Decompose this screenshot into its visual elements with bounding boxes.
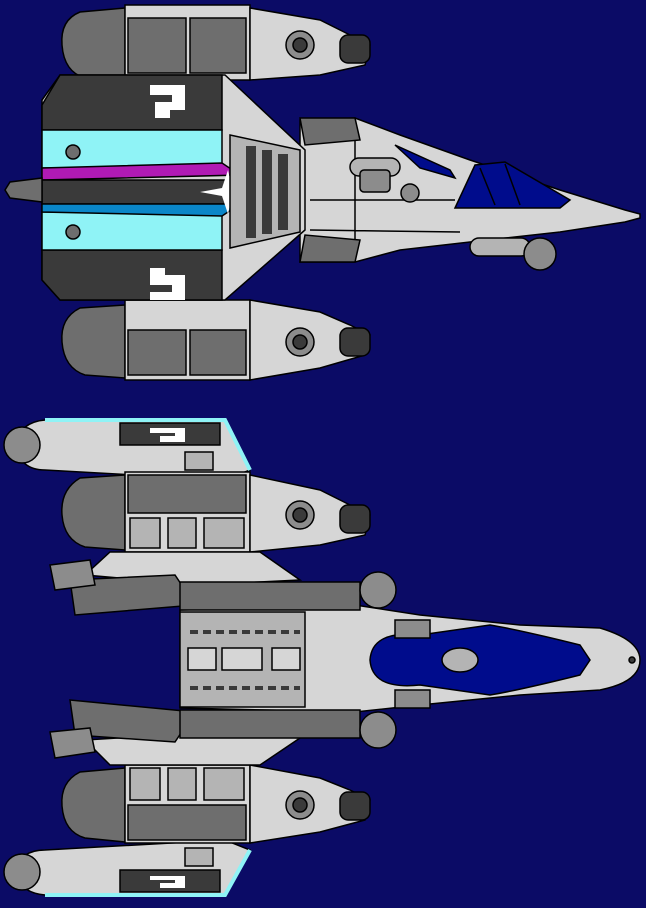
top-mid-block	[359, 169, 391, 193]
top-cyan-stripe-lower	[41, 211, 223, 251]
engine-nozzle-core	[292, 507, 308, 523]
top-engine-lower	[61, 299, 371, 381]
top-grille-slot-1	[246, 146, 256, 238]
top-porthole-lower	[65, 224, 81, 240]
side-turret-lower	[359, 711, 397, 749]
top-grille-slot-3	[278, 154, 288, 230]
engine-exhaust	[339, 791, 371, 821]
engine-detail-a	[129, 517, 161, 549]
side-wing-upper-marking	[150, 428, 185, 442]
top-forward-pod-lower	[469, 237, 531, 257]
engine-nozzle-core	[292, 334, 308, 350]
engine-intake	[61, 7, 126, 81]
top-dark-panel-upper	[41, 74, 223, 131]
top-hull-seam	[309, 118, 461, 262]
top-canopy-frame	[479, 163, 521, 206]
side-wing-upper-panel	[119, 422, 221, 446]
engine-nozzle-core	[292, 37, 308, 53]
engine-vent-block-a	[127, 17, 187, 74]
engine-detail-c	[203, 767, 245, 801]
side-wing-lower-marking	[150, 876, 185, 888]
top-marking-lower	[150, 268, 185, 300]
side-wing-upper-hatch	[184, 451, 214, 471]
side-canopy-hatch	[441, 647, 479, 673]
top-rear-gun	[4, 177, 43, 203]
side-cargo-panel-mid	[221, 647, 263, 671]
engine-intake	[61, 304, 126, 379]
side-cargo-panel-right	[271, 647, 301, 671]
side-view	[3, 418, 641, 897]
side-wing-lower-tip	[3, 853, 41, 891]
engine-nozzle-core	[292, 797, 308, 813]
side-armor-lower	[394, 689, 431, 709]
engine-vent-bottom	[127, 804, 247, 841]
top-nose-sensor	[523, 237, 557, 271]
side-wing-upper-tip	[3, 426, 41, 464]
side-turret-upper	[359, 571, 397, 609]
top-grille-slot-2	[262, 150, 272, 234]
top-side-fin-upper	[299, 117, 361, 146]
engine-detail-b	[167, 517, 197, 549]
side-wing-lower-cyan-edge	[45, 849, 252, 897]
side-strut-upper-grip	[49, 559, 96, 591]
side-nose-light	[628, 656, 636, 664]
engine-exhaust	[339, 327, 371, 357]
side-cargo-panel-left	[187, 647, 217, 671]
side-wing-lower-panel	[119, 869, 221, 893]
engine-vent-block-b	[189, 329, 247, 376]
top-canopy-strip	[394, 144, 457, 180]
engine-vent-block-b	[189, 17, 247, 74]
side-wing-lower-hatch	[184, 847, 214, 867]
top-marking-upper	[150, 85, 185, 118]
side-conduit-upper	[179, 581, 361, 611]
side-wing-upper-cyan-edge	[45, 418, 252, 471]
side-engine-upper	[61, 471, 371, 553]
engine-intake	[61, 474, 126, 551]
engine-exhaust	[339, 34, 371, 64]
top-side-fin-lower	[299, 234, 361, 263]
side-strut-lower-grip	[49, 727, 96, 759]
top-blue-stripe	[41, 203, 243, 217]
side-strut-lower	[69, 699, 197, 743]
engine-exhaust	[339, 504, 371, 534]
side-armor-upper	[394, 619, 431, 639]
top-view	[4, 4, 641, 381]
top-porthole-upper	[65, 144, 81, 160]
top-engine-upper	[61, 4, 371, 81]
top-dark-panel-lower	[41, 249, 223, 301]
engine-detail-c	[203, 517, 245, 549]
side-engine-lower	[61, 764, 371, 844]
engine-intake	[61, 767, 126, 843]
side-conduit-lower	[179, 709, 361, 739]
top-mid-sensor	[400, 183, 420, 203]
engine-detail-b	[167, 767, 197, 801]
engine-vent-block-a	[127, 329, 187, 376]
engine-vent-top	[127, 474, 247, 514]
engine-detail-a	[129, 767, 161, 801]
